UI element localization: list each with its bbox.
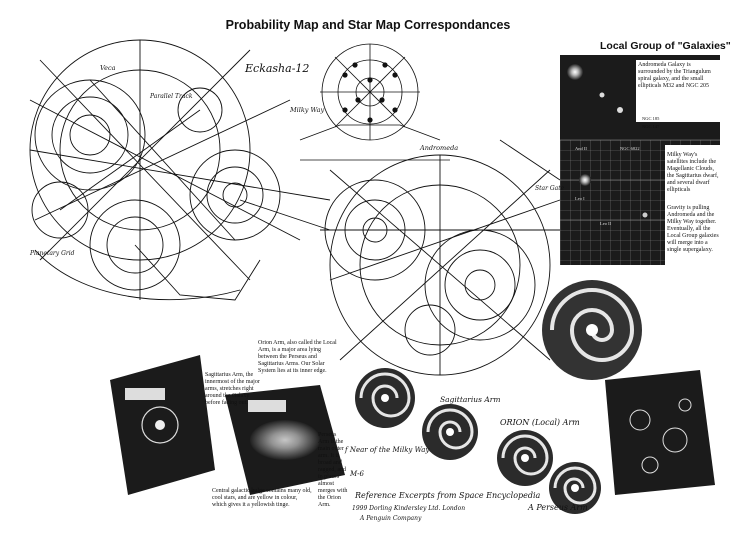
spiral-galaxy-3 <box>497 430 553 486</box>
reference-label-2: 1999 Dorling Kindersley Ltd. London <box>352 505 465 512</box>
galactic-bulge-caption: Central galactic bulge contains many old… <box>212 488 312 508</box>
perseus-label: A Perseus Arm <box>527 503 588 512</box>
veca-label: Veca <box>100 64 116 72</box>
grid-label: Planetary Grid <box>29 250 75 257</box>
left-probability-map <box>29 39 331 301</box>
m-label: M-6 <box>349 470 365 478</box>
milky-way-note: Milky Way's satellites include the Magel… <box>667 152 719 193</box>
local-label-1: NGC 147 <box>642 124 660 129</box>
local-group-panel <box>560 55 720 265</box>
local-label-3: Leo I <box>575 196 585 201</box>
page-title: Probability Map and Star Map Corresponda… <box>225 18 511 32</box>
photo-panel-center <box>225 385 345 495</box>
local-label-0: NGC 185 <box>642 116 660 121</box>
center-probability-map <box>239 139 561 376</box>
milky-way-label: Milky Way <box>289 106 324 114</box>
left-inner-circle <box>34 79 146 191</box>
top-center-diagram <box>299 43 450 161</box>
spiral-galaxy-1 <box>355 368 415 428</box>
star-gate-label: Star Gate <box>535 185 565 192</box>
local-group-title: Local Group of "Galaxies" <box>600 40 731 52</box>
gravity-note: Gravity is pulling Andromeda and the Mil… <box>667 205 719 253</box>
left-lower-circle <box>89 199 181 291</box>
photo-panel-right <box>605 370 715 495</box>
sagittarius-label: Sagittarius Arm <box>440 395 500 404</box>
spiral-galaxy-4 <box>549 462 601 514</box>
local-group-intro: Andromeda Galaxy is surrounded by the Tr… <box>638 62 711 89</box>
local-group-labels: NGC 185 NGC 147 And II Leo I Leo II NGC … <box>575 116 660 226</box>
eckasha-label: Eckasha-12 <box>244 62 309 75</box>
perseus-arm-caption: Perseus Arm is the main outer arm. It is… <box>318 432 348 508</box>
spiral-galaxy-large <box>542 280 642 380</box>
andromeda-label: Andromeda <box>419 144 458 152</box>
spiral-galaxy-2 <box>422 404 478 460</box>
reference-label: Reference Excerpts from Space Encycloped… <box>354 491 541 500</box>
center-right-circle <box>424 229 536 341</box>
orion-arm-caption: Orion Arm, also called the Local Arm, is… <box>258 340 337 374</box>
left-right-circle <box>189 149 281 241</box>
photo-panel-left <box>110 355 215 495</box>
local-label-5: NGC 6822 <box>620 146 640 151</box>
reference-label-3: A Penguin Company <box>359 515 422 522</box>
local-label-4: Leo II <box>600 221 612 226</box>
sagittarius-arm-caption: Sagittarius Arm, the innermost of the ma… <box>205 372 260 406</box>
near-milky-way-label: f Near of the Milky Way <box>344 446 430 454</box>
orion-label: ORION (Local) Arm <box>500 418 580 427</box>
parallel-track-label: Parallel Track <box>149 93 193 100</box>
local-label-2: And II <box>575 146 587 151</box>
